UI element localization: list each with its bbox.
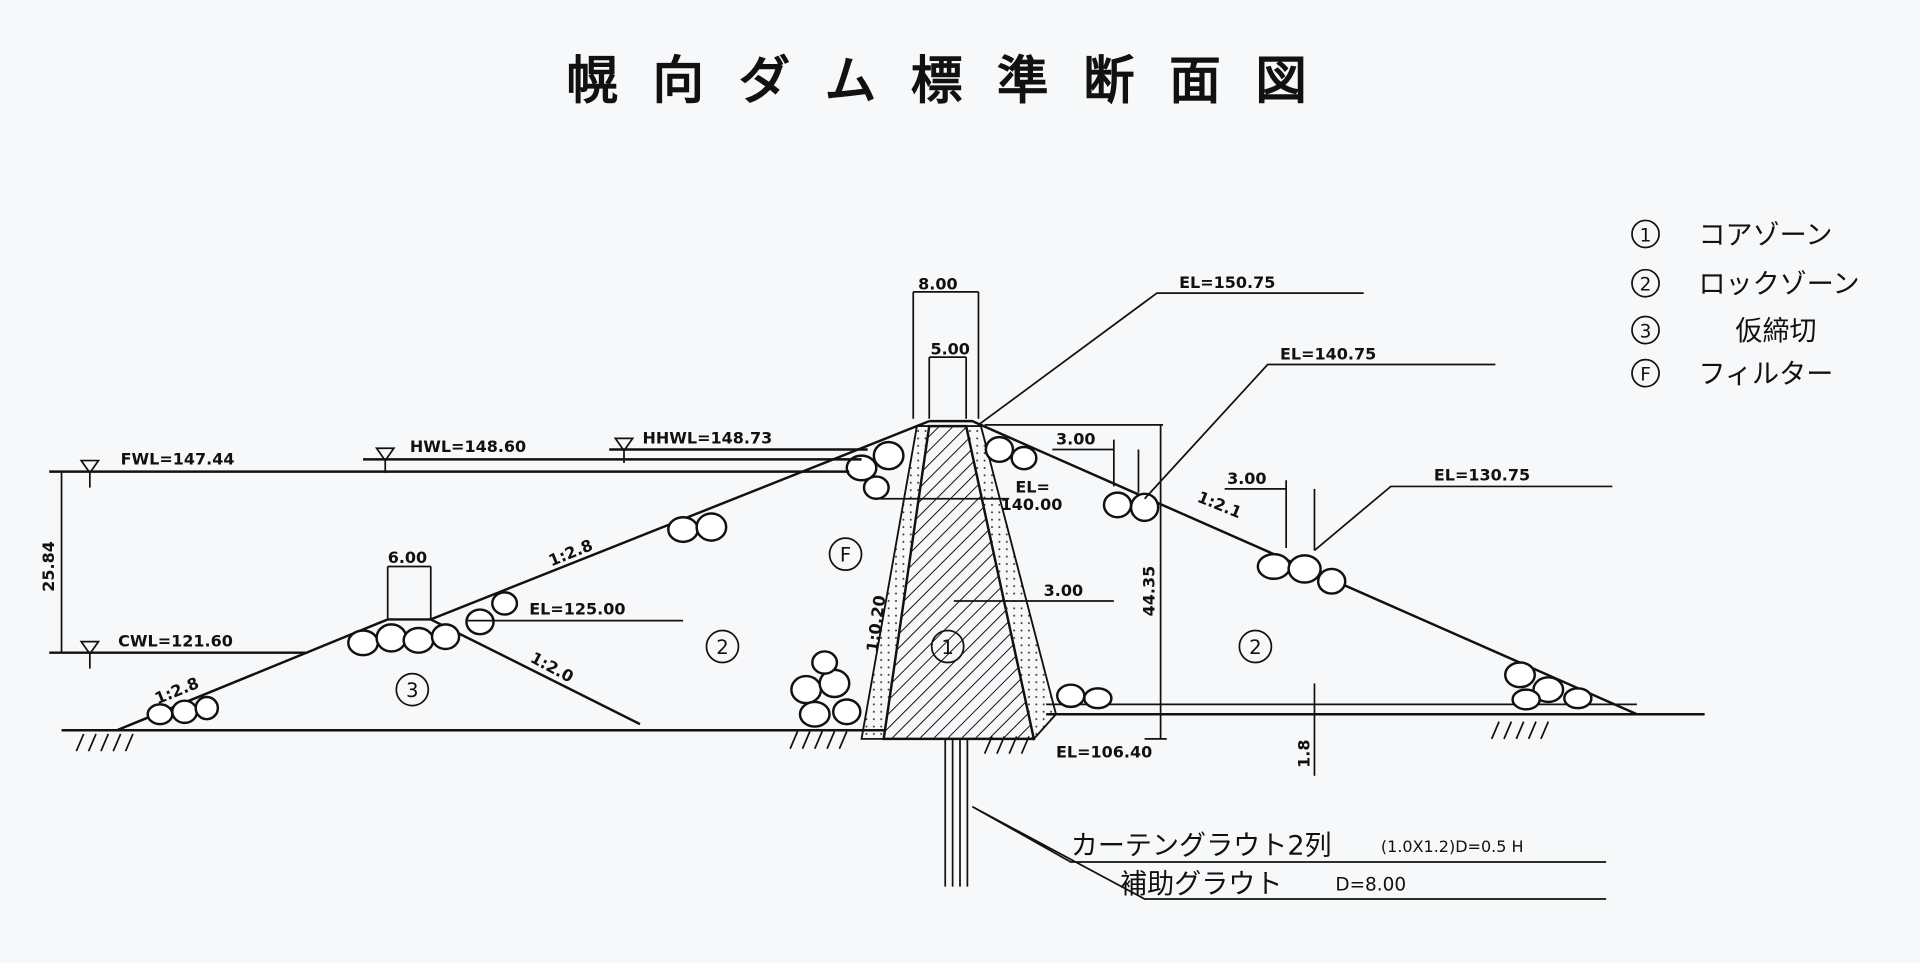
berm2-el-label: EL=130.75 bbox=[1434, 465, 1530, 484]
drain-dim: 1.8 bbox=[1295, 739, 1314, 767]
legend: 1 コアゾーン 2 ロックゾーン 3 仮締切 F フィルター bbox=[1631, 219, 1860, 390]
hhwl-label: HHWL=148.73 bbox=[642, 428, 772, 447]
fwl-label: FWL=147.44 bbox=[121, 449, 235, 468]
crest-el-label: EL=150.75 bbox=[1179, 273, 1275, 292]
embankment bbox=[116, 419, 1638, 741]
grout-notes: カーテングラウト2列 (1.0X1.2)D=0.5 H 補助グラウト D=8.0… bbox=[944, 738, 1607, 900]
ground-hatch bbox=[75, 721, 1550, 754]
berm1-width-dim: 3.00 bbox=[1056, 430, 1095, 449]
rock-down-zone-mark: 2 bbox=[1249, 636, 1262, 659]
svg-text:1: 1 bbox=[1640, 225, 1652, 246]
svg-text:コアゾーン: コアゾーン bbox=[1698, 220, 1832, 251]
crest-width-dim: 8.00 bbox=[918, 274, 957, 293]
svg-text:ロックゾーン: ロックゾーン bbox=[1698, 269, 1859, 300]
dimensions: 25.84 8.00 5.00 6.00 3.00 3.00 3.00 44.3… bbox=[39, 274, 1316, 776]
svg-text:仮締切: 仮締切 bbox=[1735, 316, 1816, 347]
cofferdam-el-label: EL=125.00 bbox=[529, 599, 625, 618]
filter-zone-mark: F bbox=[840, 544, 851, 567]
svg-text:F: F bbox=[1640, 365, 1651, 386]
legend-item-filter: F フィルター bbox=[1631, 358, 1833, 390]
berm1-el-label: EL=140.75 bbox=[1280, 345, 1376, 364]
rock-up-zone-mark: 2 bbox=[716, 636, 729, 659]
aux-grout-spec: D=8.00 bbox=[1335, 874, 1406, 895]
ground-line bbox=[61, 703, 1705, 754]
core-step-el-value: 140.00 bbox=[1001, 495, 1063, 514]
curtain-grout-spec: (1.0X1.2)D=0.5 H bbox=[1381, 837, 1524, 856]
svg-text:フィルター: フィルター bbox=[1698, 359, 1833, 390]
height-right-dim: 44.35 bbox=[1139, 566, 1158, 617]
core-step-el-label: EL= bbox=[1015, 478, 1050, 497]
core-zone-mark: 1 bbox=[941, 636, 954, 659]
berm2-width-dim: 3.00 bbox=[1227, 469, 1266, 488]
curtain-grout-label: カーテングラウト2列 bbox=[1071, 831, 1332, 862]
foundation-el-label: EL=106.40 bbox=[1056, 742, 1152, 761]
hwl-label: HWL=148.60 bbox=[410, 437, 526, 456]
drawing-title: 幌向ダム標準断面図 bbox=[566, 52, 1341, 112]
riprap-rocks bbox=[146, 435, 1593, 728]
legend-item-rock: 2 ロックゾーン bbox=[1631, 268, 1860, 300]
downstream-slope-label: 1:2.1 bbox=[1195, 487, 1245, 522]
cofferdam-zone-mark: 3 bbox=[406, 679, 419, 702]
height-left-dim: 25.84 bbox=[39, 541, 58, 592]
elevation-labels: EL=150.75 EL=140.75 EL=130.75 EL= 140.00… bbox=[467, 273, 1613, 761]
aux-grout-label: 補助グラウト bbox=[1120, 869, 1282, 900]
water-levels: FWL=147.44 HWL=148.60 HHWL=148.73 CWL=12… bbox=[49, 428, 868, 669]
core-width-mid-dim: 3.00 bbox=[1044, 581, 1083, 600]
legend-item-core: 1 コアゾーン bbox=[1631, 219, 1832, 251]
cwl-label: CWL=121.60 bbox=[118, 632, 233, 651]
legend-item-cofferdam: 3 仮締切 bbox=[1631, 315, 1817, 347]
zone-marks: 1 2 2 3 F bbox=[395, 537, 1273, 707]
cofferdam-top-dim: 6.00 bbox=[388, 548, 427, 567]
core-zone bbox=[882, 424, 1036, 741]
core-top-width-dim: 5.00 bbox=[930, 340, 969, 359]
svg-text:3: 3 bbox=[1640, 321, 1652, 342]
svg-text:2: 2 bbox=[1640, 275, 1652, 296]
